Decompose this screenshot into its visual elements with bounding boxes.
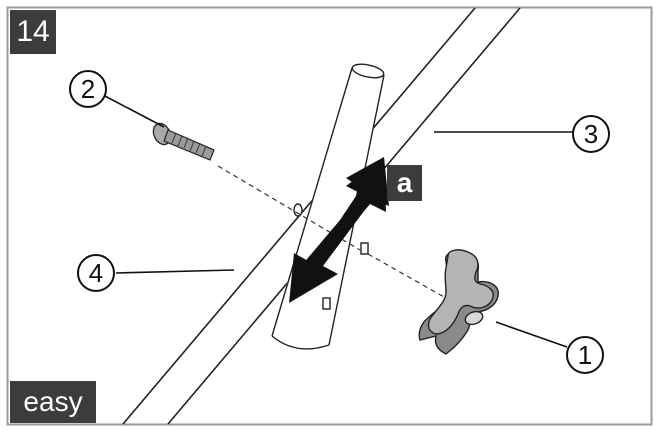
callout-4-label: 4 [89, 258, 103, 288]
knob-center-hole [464, 310, 484, 326]
adjust-double-arrow [289, 157, 389, 303]
arrow-body [289, 157, 389, 303]
tube-hole-upper [293, 203, 303, 217]
difficulty-badge: easy [10, 381, 96, 423]
leader-4 [115, 269, 235, 274]
bolt [152, 122, 215, 161]
callout-leaders [102, 94, 573, 348]
bolt-shank [163, 129, 215, 161]
inner-tube-top-opening [351, 63, 385, 79]
inner-tube-left-edge [271, 67, 353, 337]
star-knob [418, 249, 499, 355]
tube-hole-lower-2 [322, 297, 331, 310]
callout-3-label: 3 [584, 119, 598, 149]
callout-4: 4 [77, 254, 115, 292]
tube-hole-lower-1 [360, 242, 369, 255]
step-number-badge: 14 [10, 10, 56, 54]
callouts: 2 3 4 1 [69, 70, 610, 374]
leader-1 [495, 321, 568, 348]
callout-2: 2 [69, 70, 107, 108]
callout-1: 1 [566, 336, 604, 374]
inner-tube-bottom [271, 335, 330, 350]
knob-top [427, 249, 494, 335]
leader-2 [102, 94, 165, 128]
callout-2-label: 2 [81, 74, 95, 104]
frame-border [6, 6, 653, 426]
arrow-label-badge: a [387, 165, 422, 201]
callout-3: 3 [572, 115, 610, 153]
callout-1-label: 1 [578, 340, 592, 370]
